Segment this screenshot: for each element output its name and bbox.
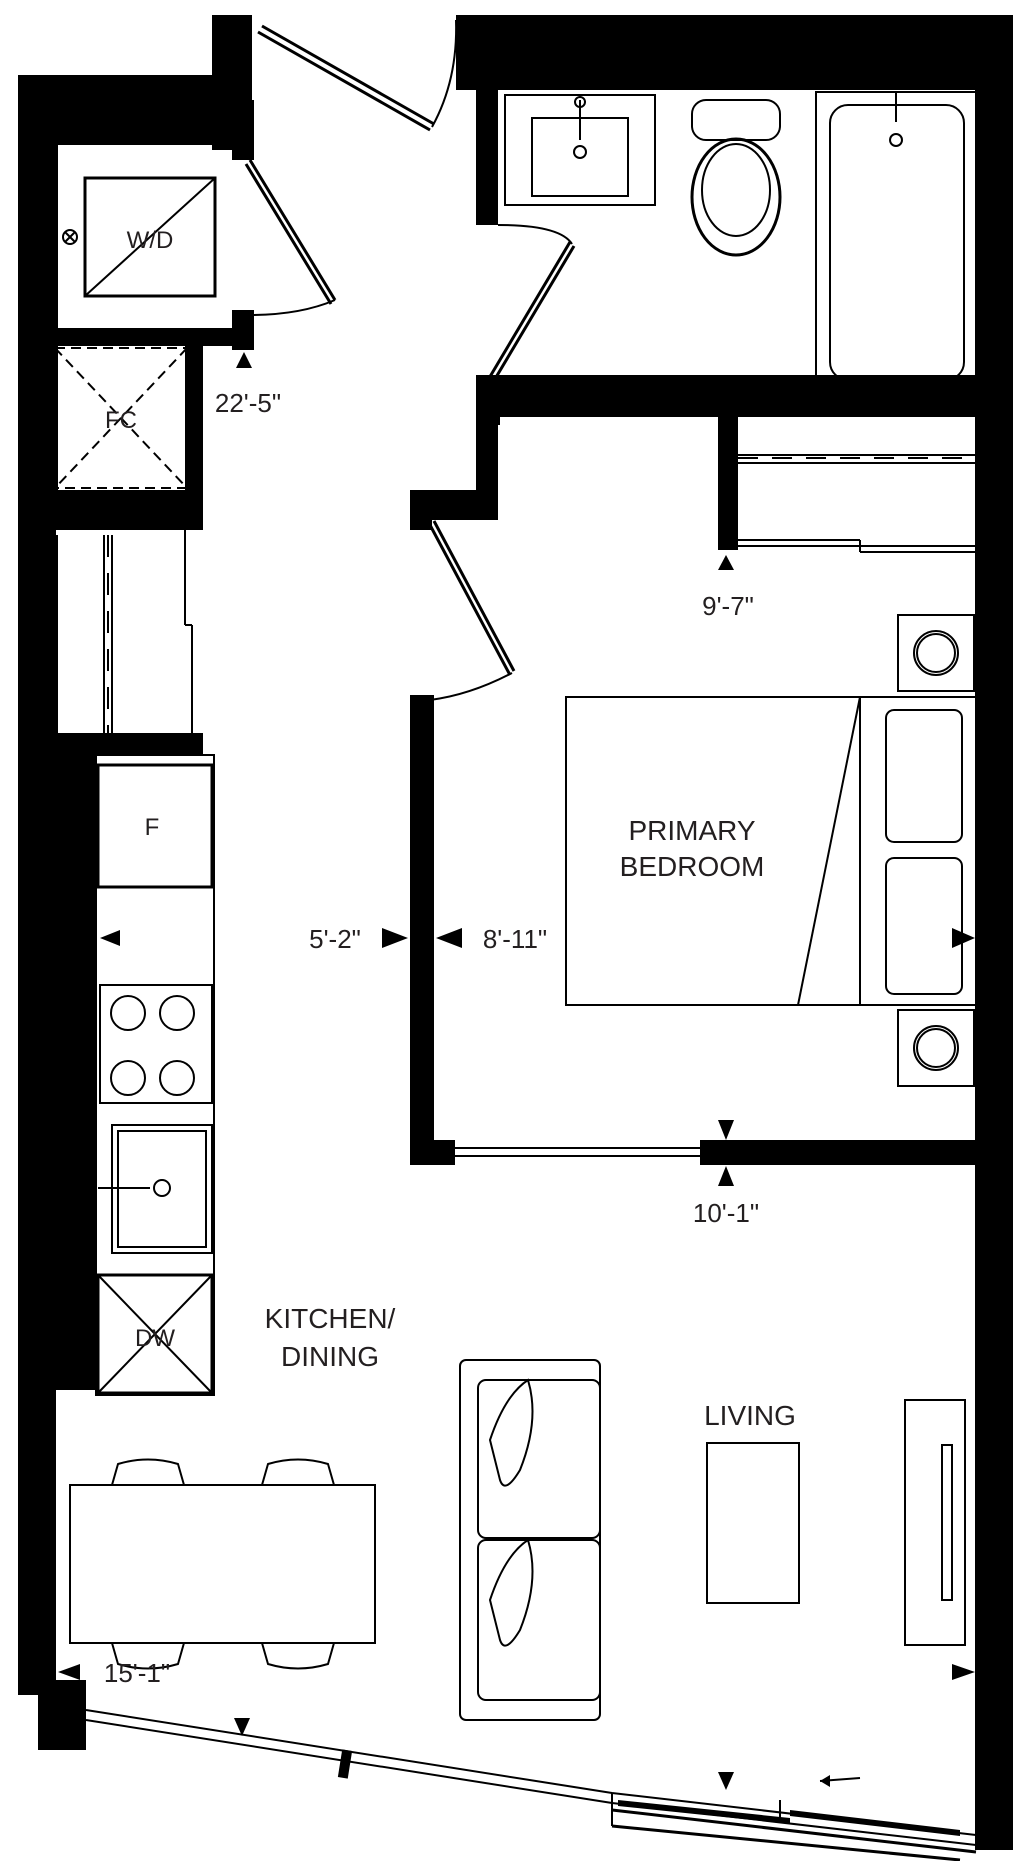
- kitchen-label-line1: KITCHEN/: [265, 1303, 396, 1334]
- bed: PRIMARY BEDROOM: [565, 614, 977, 1087]
- laundry-door: [244, 159, 337, 316]
- bedroom-width-dimension: 9'-7": [702, 591, 754, 621]
- fan-coil: FC: [54, 347, 188, 489]
- bathroom: [476, 85, 977, 425]
- kitchen-label-line2: DINING: [281, 1341, 379, 1372]
- bedroom-length-dimension: 8'-11": [483, 924, 547, 954]
- primary-bedroom-label-line1: PRIMARY: [628, 815, 755, 846]
- bedroom-walls: [410, 410, 976, 1165]
- entry-closet: [18, 530, 203, 755]
- entry-door: [257, 19, 458, 132]
- sofa: [459, 1359, 601, 1721]
- living-width-dimension: 15'-1": [104, 1658, 170, 1688]
- fan-coil-label: FC: [105, 407, 137, 434]
- washer-dryer: W/D: [62, 176, 217, 298]
- dimension-markers: 22'-5" 9'-7" 5'-2" 8'-11" 10'-1" 15'-1": [58, 352, 975, 1790]
- living-label: LIVING: [704, 1400, 796, 1431]
- window-wall: [85, 1709, 977, 1861]
- fridge-label: F: [145, 814, 160, 841]
- primary-bedroom-label-line2: BEDROOM: [620, 851, 765, 882]
- coffee-table: [706, 1442, 800, 1604]
- entry-depth-dimension: 22'-5": [215, 388, 281, 418]
- kitchen-counter: F DW: [18, 750, 215, 1396]
- kitchen-width-dimension: 5'-2": [309, 924, 361, 954]
- washer-dryer-label: W/D: [127, 227, 174, 254]
- dining-table: [69, 1458, 376, 1670]
- closets: W/D FC: [18, 140, 337, 530]
- tv-console: [904, 1399, 966, 1646]
- dishwasher-label: DW: [135, 1325, 175, 1352]
- bedroom-depth-dimension: 10'-1": [693, 1198, 759, 1228]
